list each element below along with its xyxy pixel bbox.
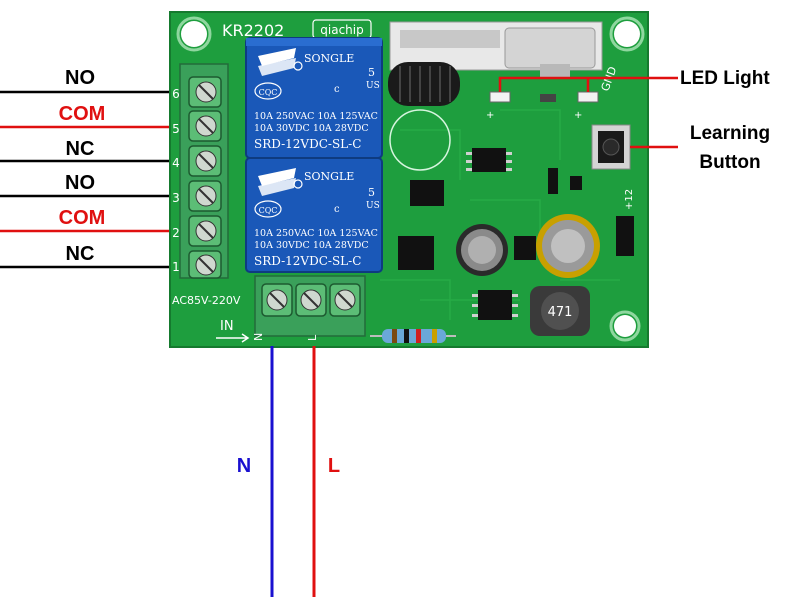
ic-chips [398,148,634,320]
input-label: IN [220,319,234,334]
relay-1: SONGLE 5 US CQC c 10A 250VAC 10A 125VAC … [245,37,383,159]
svg-text:US: US [366,81,380,91]
svg-text:qiachip: qiachip [320,23,363,37]
svg-text:US: US [366,201,380,211]
svg-text:10A 30VDC 10A 28VDC: 10A 30VDC 10A 28VDC [254,123,369,134]
relay-terminal-block [179,63,229,279]
terminal-label-no-2: NO [65,172,95,194]
svg-text:1: 1 [172,260,180,274]
learning-label-line1: Learning [690,123,770,144]
capacitor-2 [536,214,600,278]
capacitor-1 [456,224,508,276]
svg-text:SONGLE: SONGLE [304,52,354,65]
terminal-labels: NO COM NC NO COM NC [59,67,106,265]
svg-text:SRD-12VDC-SL-C: SRD-12VDC-SL-C [254,254,361,268]
svg-text:c: c [334,84,340,95]
learning-button [591,124,631,170]
svg-text:+: + [486,110,494,121]
component-outline [389,109,451,171]
led-light-label: LED Light [680,68,770,89]
svg-text:471: 471 [548,305,573,320]
svg-text:10A 250VAC 10A 125VAC: 10A 250VAC 10A 125VAC [254,228,378,239]
svg-text:6: 6 [172,87,180,101]
live-wire-label: L [328,455,340,477]
terminal-n-mark: N [252,333,265,341]
svg-text:CQC: CQC [259,206,278,215]
antenna-coil [388,62,460,106]
inductor: 471 [530,286,590,336]
svg-text:10A 30VDC 10A 28VDC: 10A 30VDC 10A 28VDC [254,240,369,251]
board-model: KR2202 [222,21,284,40]
terminal-label-nc-1: NC [66,138,95,160]
input-rating: AC85V-220V [172,294,241,307]
pin-numbers: 6 5 4 3 2 1 [172,87,180,274]
svg-text:SONGLE: SONGLE [304,170,354,183]
svg-text:CQC: CQC [259,88,278,97]
plus12-label: +12 [624,189,635,210]
output-wires [0,90,180,269]
led-callout: LED Light [498,68,770,92]
input-terminal-block [254,275,366,337]
svg-text:+: + [574,110,582,121]
svg-text:SRD-12VDC-SL-C: SRD-12VDC-SL-C [254,137,361,151]
svg-text:3: 3 [172,191,180,205]
brand-logo: qiachip [312,19,372,39]
terminal-label-com-1: COM [59,103,106,125]
svg-text:c: c [334,204,340,215]
terminal-label-com-2: COM [59,207,106,229]
input-arrow [216,333,250,343]
svg-text:10A 250VAC 10A 125VAC: 10A 250VAC 10A 125VAC [254,111,378,122]
resistor [370,329,456,343]
svg-text:5: 5 [172,122,180,136]
learning-button-callout: Learning Button [630,123,770,173]
svg-text:5: 5 [368,66,375,79]
neutral-wire-label: N [237,455,251,477]
relay-2: SONGLE 5 US CQC c 10A 250VAC 10A 125VAC … [245,157,383,273]
terminal-l-mark: L [306,334,319,341]
learning-label-line2: Button [699,152,760,173]
terminal-label-nc-2: NC [66,243,95,265]
svg-text:4: 4 [172,156,180,170]
svg-text:2: 2 [172,226,180,240]
terminal-label-no-1: NO [65,67,95,89]
pcb-board: KR2202 qiachip [169,11,649,348]
svg-text:5: 5 [368,186,375,199]
mounting-holes [176,16,645,342]
